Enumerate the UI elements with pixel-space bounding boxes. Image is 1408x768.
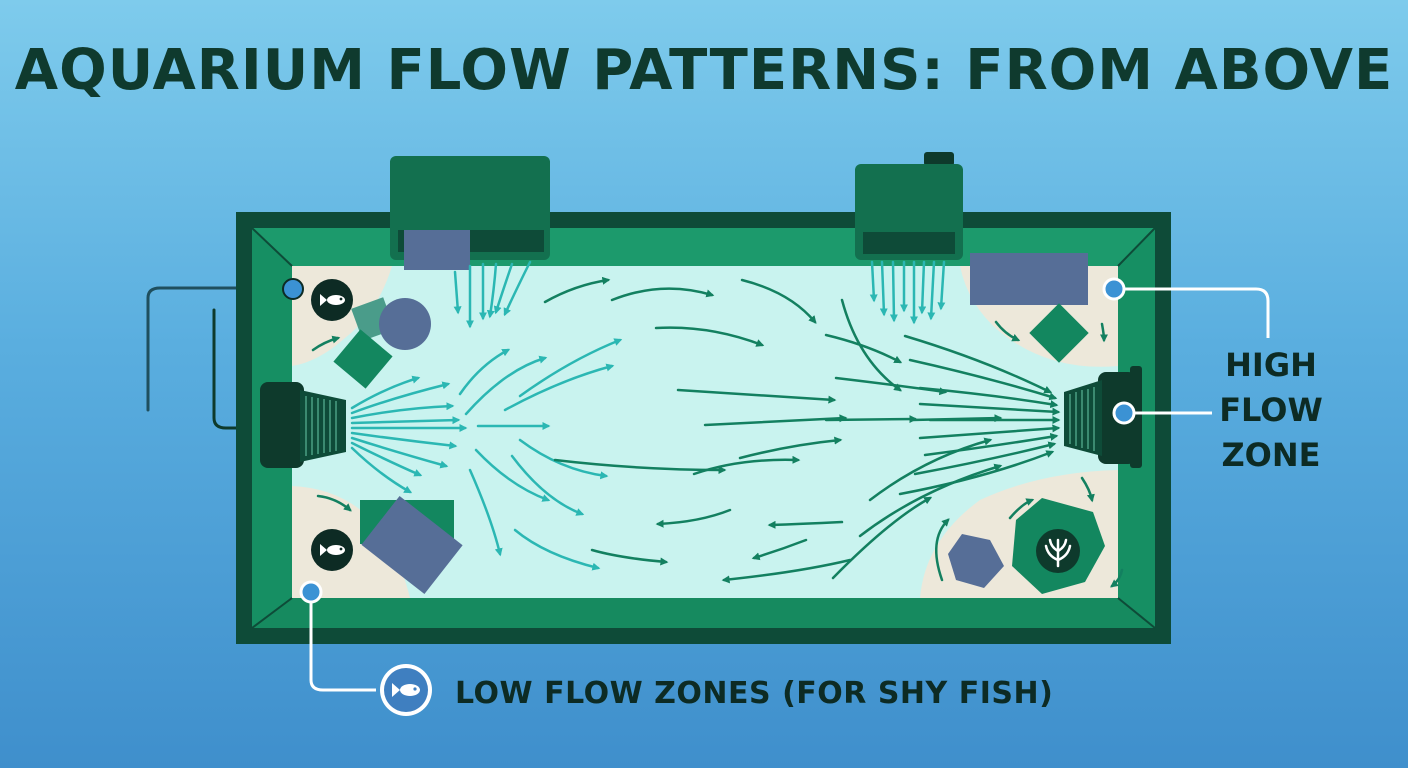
filter-left [390,156,550,270]
page-title: AQUARIUM FLOW PATTERNS: FROM ABOVE [14,38,1394,103]
rock-decor-top-right [970,253,1089,363]
callout-markers [282,277,1136,604]
rock-decor-top-left [333,297,431,389]
filter-right [855,152,963,260]
fish-icon [311,279,353,321]
high-flow-line-3: ZONE [1221,436,1321,474]
fish-icon [311,529,353,571]
powerhead-left [260,382,346,468]
plant-icon [1036,529,1080,573]
high-flow-line-1: HIGH [1225,346,1317,384]
fish-icon [380,664,432,716]
powerhead-right [1064,366,1142,468]
high-flow-line-2: FLOW [1219,391,1323,429]
rock-decor-bottom-left [360,495,463,595]
flow-arrows [311,260,1124,588]
low-flow-zones-label: LOW FLOW ZONES (FOR SHY FISH) [455,676,1054,711]
high-flow-zone-label: HIGH FLOW ZONE [1216,343,1326,478]
callout-lines [309,287,1270,692]
external-pipe [146,286,287,430]
